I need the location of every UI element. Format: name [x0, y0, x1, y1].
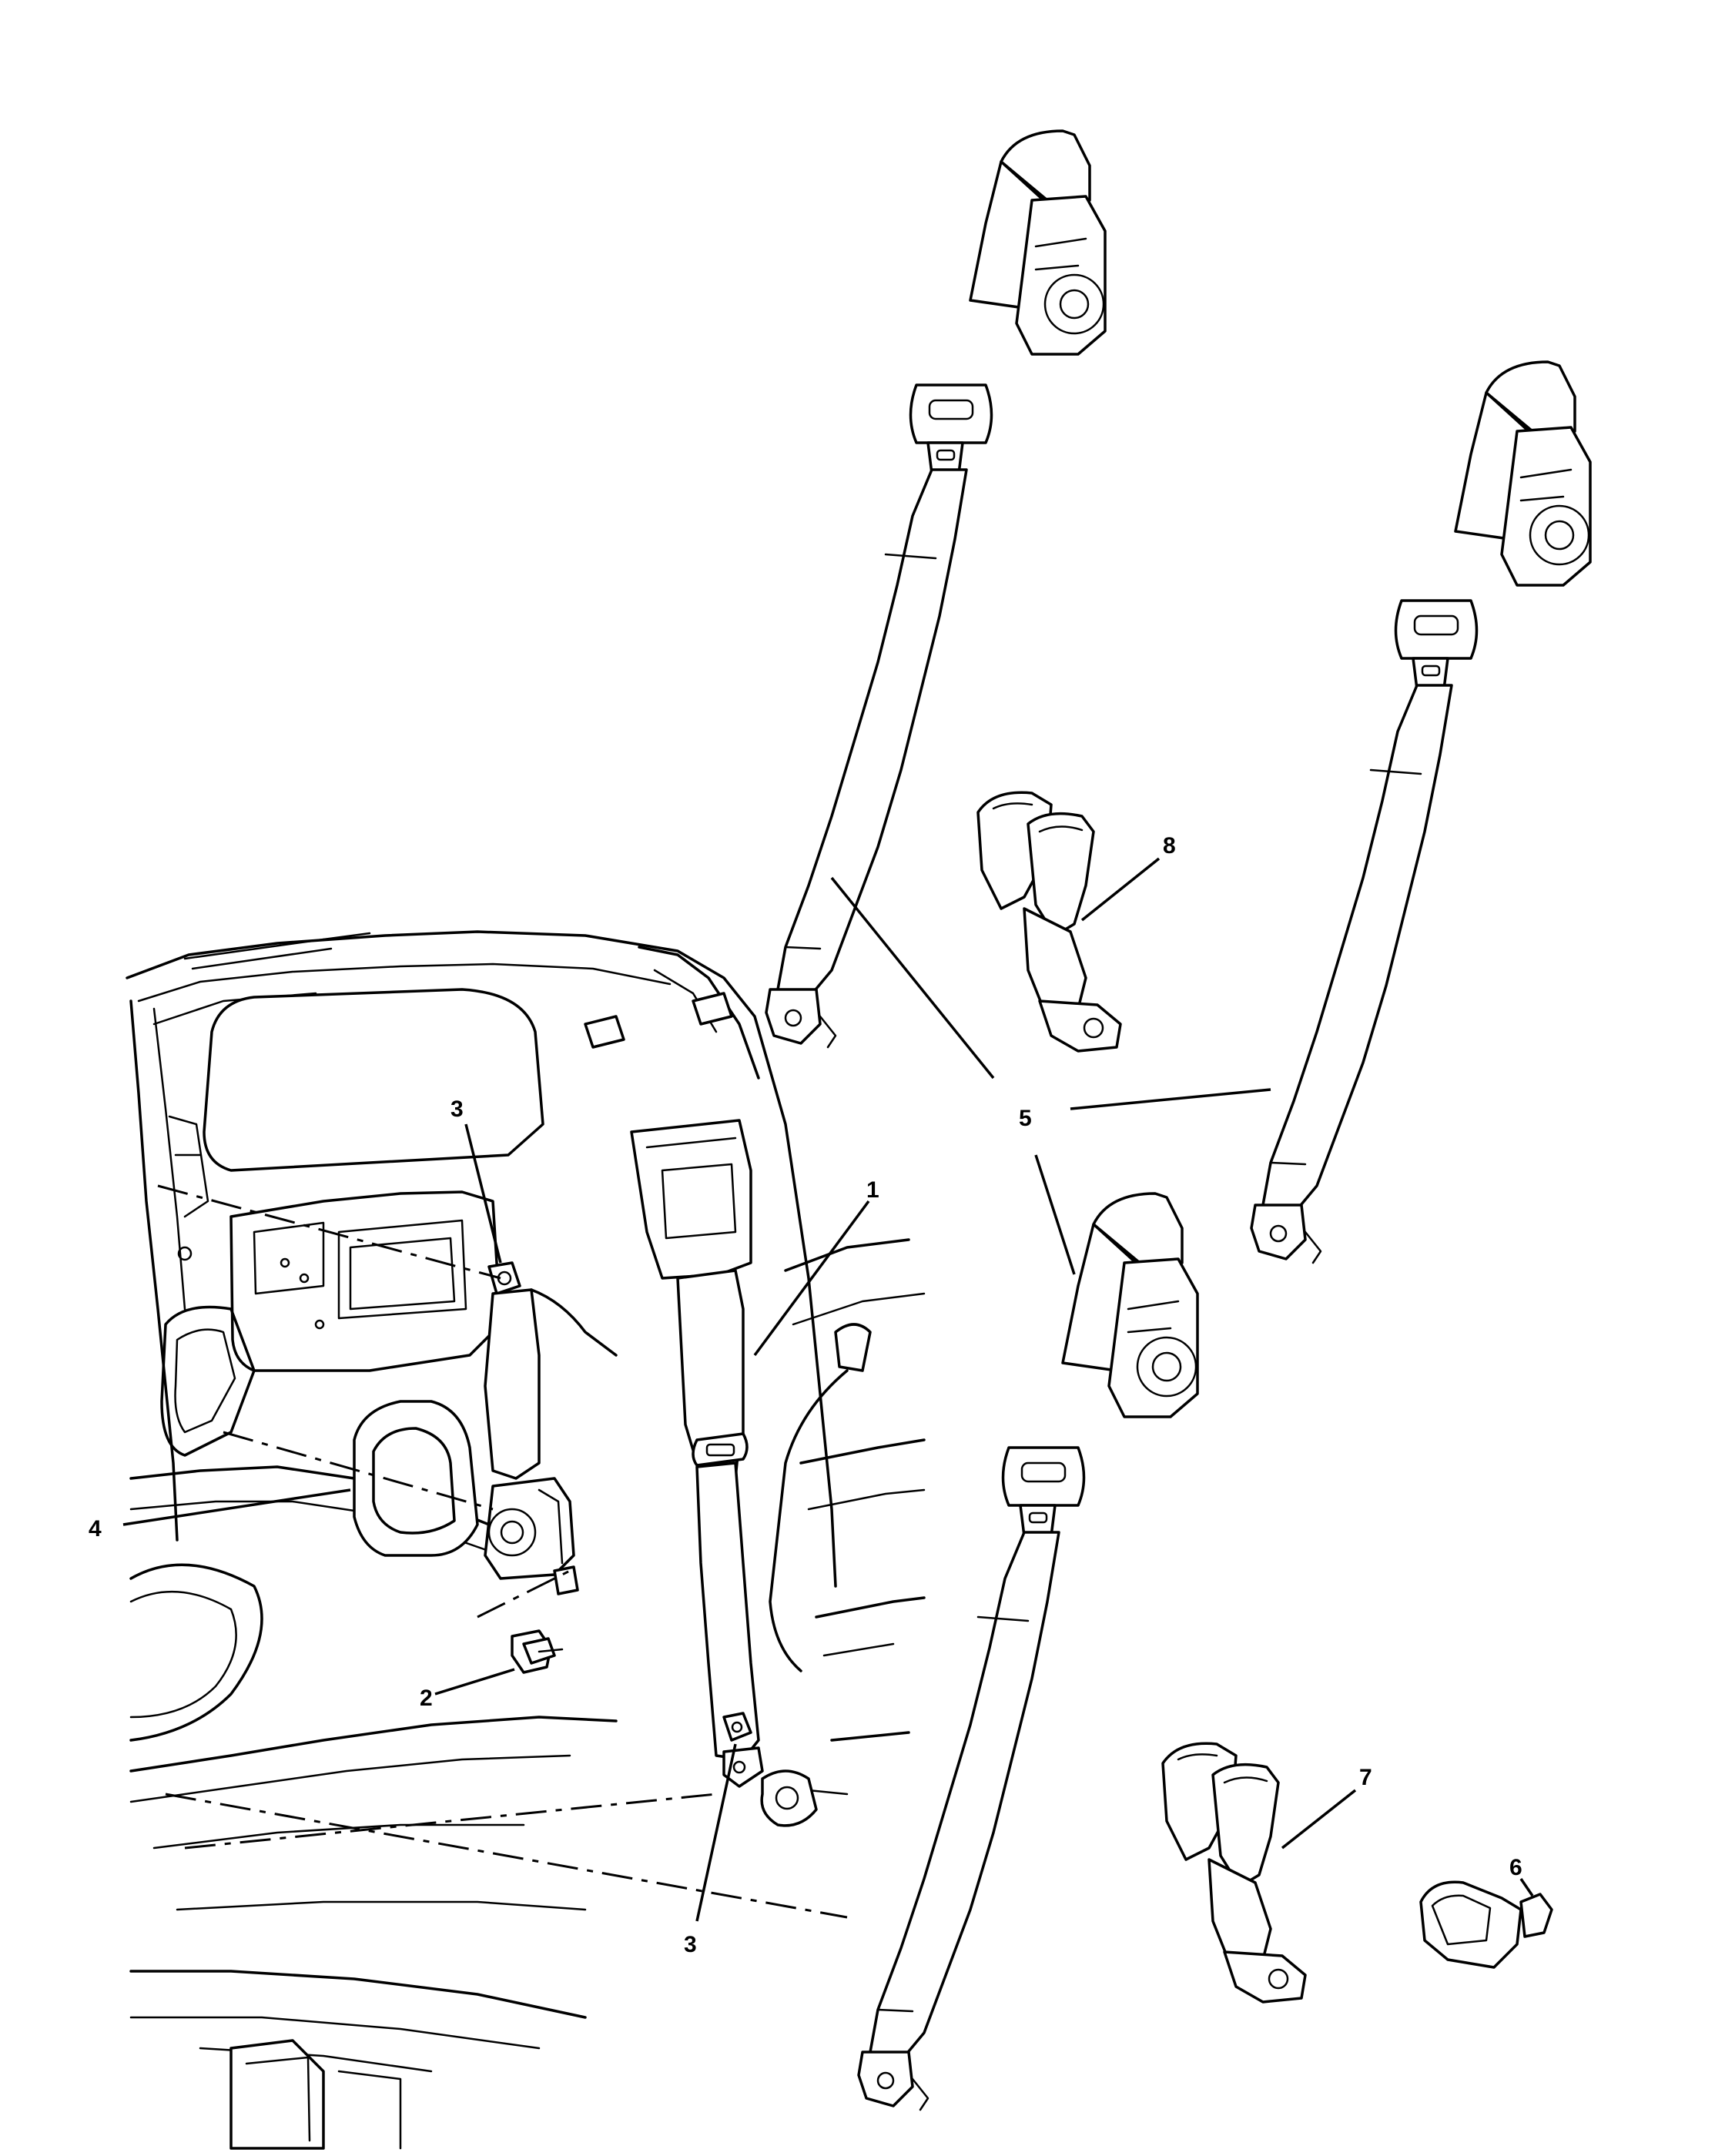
- callout-3-lower: 3: [684, 1932, 697, 1957]
- callout-4: 4: [89, 1516, 102, 1542]
- part-3-nut-upper: [484, 1261, 618, 1480]
- part-6-buckle-cover: [1419, 1880, 1553, 1969]
- leader-8: [1080, 857, 1161, 922]
- leader-3b: [695, 1743, 737, 1922]
- part-8-buckle-double: [976, 791, 1122, 1053]
- part-1-seat-belt-front-outboard: [630, 1119, 764, 1788]
- callout-3-upper: 3: [451, 1096, 464, 1122]
- part-5-belt-bottom: [857, 1192, 1199, 2111]
- part-5-belt-right: [1250, 360, 1592, 1264]
- part-5-belt-top: [765, 129, 1107, 1049]
- leader-6: [1519, 1878, 1534, 1897]
- leader-4: [122, 1488, 351, 1526]
- leader-5a: [830, 876, 995, 1080]
- leader-5b: [1070, 1088, 1271, 1110]
- part-7-buckle-double: [1161, 1742, 1307, 2004]
- leader-1: [753, 1200, 870, 1357]
- leader-3a: [464, 1123, 502, 1264]
- callout-5: 5: [1019, 1106, 1032, 1131]
- leader-7: [1281, 1789, 1357, 1850]
- leader-lines: [122, 857, 1534, 1922]
- part-3-nut-lower: [722, 1712, 818, 1827]
- callout-6: 6: [1509, 1855, 1522, 1880]
- callout-labels: 1 2 3 3 4 5 6 7 8: [89, 833, 1522, 1957]
- part-4-retractor-cover: [353, 1400, 479, 1557]
- retractor-front: [484, 1477, 579, 1595]
- leader-2: [434, 1668, 515, 1696]
- callout-1: 1: [866, 1177, 879, 1203]
- callout-8: 8: [1163, 833, 1176, 859]
- callout-7: 7: [1359, 1765, 1372, 1790]
- callout-2: 2: [420, 1686, 433, 1711]
- part-2-bolt: [511, 1629, 564, 1674]
- assembly-center-lines: [157, 1184, 848, 1919]
- leader-5c: [1034, 1154, 1076, 1275]
